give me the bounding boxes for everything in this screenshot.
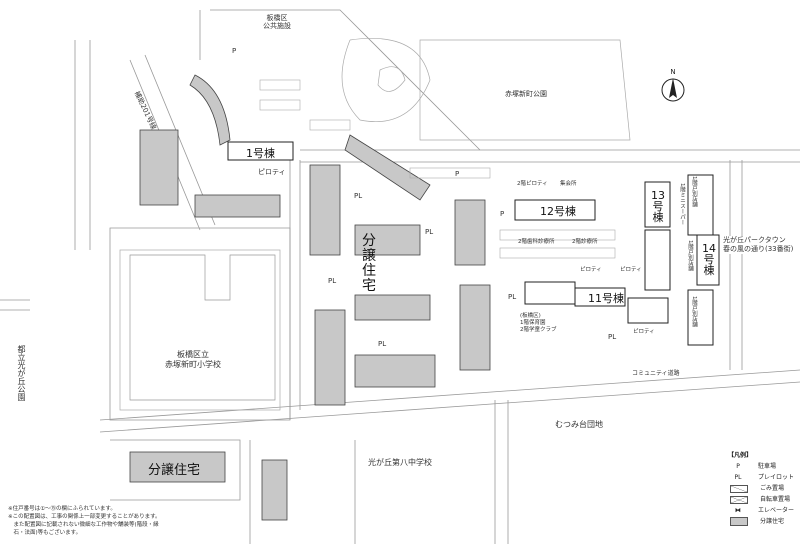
parking-areas xyxy=(259,79,616,259)
playlot-pl: PL xyxy=(378,340,387,348)
hikarigaoka-park-label: 都立光が丘公園 xyxy=(17,345,26,401)
note-line: 石・法面)等もございます。 xyxy=(8,530,82,536)
parking-p: P xyxy=(455,170,460,178)
building-1-label: 1号棟 xyxy=(246,147,275,160)
piloti-2f-label: 2階ピロティ xyxy=(517,181,548,187)
parktown-label: 光が丘パークタウン春の風の通り(33番街) xyxy=(722,236,795,254)
condo-label: 分譲住宅 xyxy=(148,463,201,478)
clinic-label: 2階診療所 xyxy=(572,239,598,245)
akatsuka-shinmachi-park xyxy=(341,37,631,141)
shops-label-2: 1階戸別店舗 xyxy=(687,240,693,271)
elevator-icon: ⧓ xyxy=(735,507,741,514)
legend-item-condo: 分譲住宅 xyxy=(728,516,794,527)
condo-box-icon xyxy=(730,517,748,526)
mini-super-label: 1階ミニスーパー xyxy=(679,183,685,225)
playlot-pl: PL xyxy=(425,228,434,236)
playlot-pl: PL xyxy=(508,293,517,301)
building-13 xyxy=(644,181,671,228)
notes: ※住戸番号は①〜⑮の欄にふられています。 ※この配置図は、工事の関係上一部変更す… xyxy=(8,505,161,537)
building-12 xyxy=(514,199,596,221)
dental-label: 2階歯科診療所 xyxy=(518,239,555,245)
public-facility-label: 板橋区公共施設 xyxy=(263,14,291,30)
mutsumi-label: むつみ台団地 xyxy=(555,420,603,429)
legend-item-garbage: ごみ置場 xyxy=(728,483,794,494)
shops-label-1: 1階戸別店舗 xyxy=(691,176,697,207)
legend-item-elevator: ⧓エレベーター xyxy=(728,505,794,516)
school-building xyxy=(129,254,276,401)
legend-title: 【凡例】 xyxy=(728,452,753,459)
shops-label-3: 1階戸別店舗 xyxy=(691,296,697,327)
piloti-label-4: ピロティ xyxy=(633,329,655,335)
building-12-label: 12号棟 xyxy=(540,205,576,218)
note-line: ※住戸番号は①〜⑮の欄にふられています。 xyxy=(8,506,116,512)
park-label: 赤塚新町公園 xyxy=(505,90,547,98)
meeting-hall-label: 集会所 xyxy=(560,181,577,187)
parking-p: P xyxy=(232,47,237,55)
school-grounds xyxy=(119,249,281,411)
legend-item-bicycle: 自転車置場 xyxy=(728,494,794,505)
bicycle-box-icon xyxy=(730,495,748,504)
condo-label-vertical: 分譲住宅 xyxy=(362,233,376,294)
playlot-pl: PL xyxy=(328,277,337,285)
community-road-label: コミュニティ道路 xyxy=(632,370,680,377)
school-label: 板橋区立赤塚新町小学校 xyxy=(165,350,221,369)
condo-buildings xyxy=(129,74,491,521)
note-line: また配置図に記載されない微細な工作物や舗装等(階段・縁 xyxy=(8,522,159,528)
parking-p: PL xyxy=(354,192,363,200)
piloti-label-2: ピロティ xyxy=(580,267,602,273)
garbage-box-icon xyxy=(730,484,748,493)
note-line: ※この配置図は、工事の関係上一部変更することがあります。 xyxy=(8,514,161,520)
north-arrow-icon: N xyxy=(660,68,686,104)
rental-buildings xyxy=(227,141,720,346)
playlot-pl: PL xyxy=(608,333,617,341)
building-1 xyxy=(227,141,294,161)
piloti-label: ピロティ xyxy=(258,168,286,176)
junior-high-label: 光が丘第八中学校 xyxy=(368,458,432,467)
building-11-label: 11号棟 xyxy=(588,292,624,305)
parking-p: P xyxy=(500,210,505,218)
piloti-label-3: ピロティ xyxy=(620,267,642,273)
